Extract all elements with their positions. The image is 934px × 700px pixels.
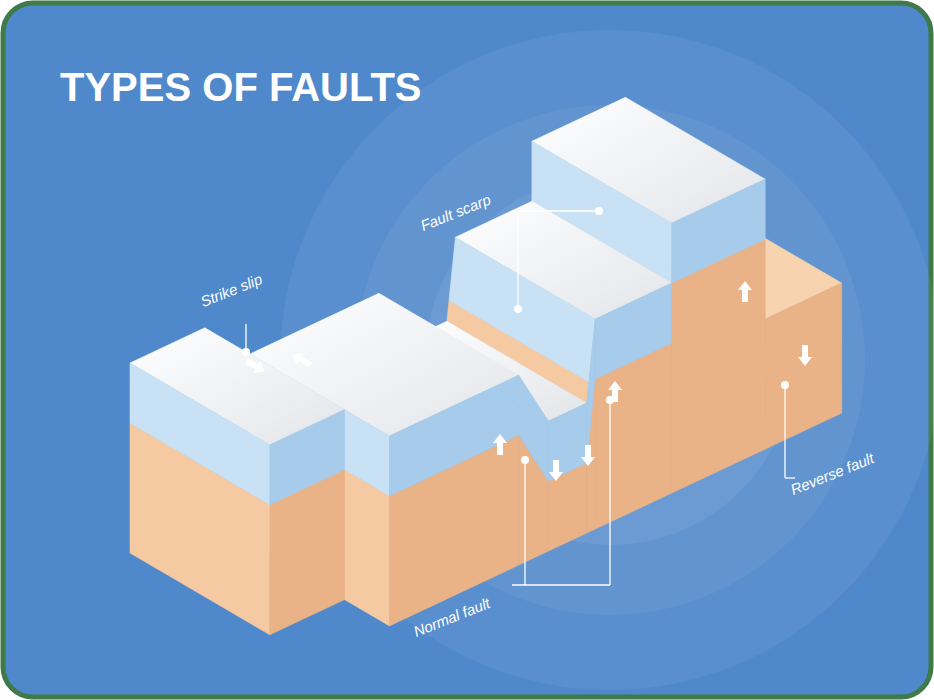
surface-layer bbox=[519, 375, 549, 481]
surface-layer bbox=[270, 410, 345, 505]
diagram-title: TYPES OF FAULTS bbox=[60, 64, 422, 110]
surface-layer bbox=[595, 283, 672, 379]
motion-arrow bbox=[493, 434, 507, 455]
motion-arrow bbox=[581, 445, 595, 466]
surface-layer bbox=[672, 179, 766, 283]
surface-layer bbox=[548, 403, 586, 481]
surface-layer bbox=[390, 375, 519, 496]
motion-arrow bbox=[549, 460, 563, 481]
leader-dots bbox=[242, 207, 789, 464]
motion-arrow bbox=[738, 281, 752, 302]
surface-layer bbox=[765, 283, 842, 379]
fault-scarp-face bbox=[130, 363, 270, 505]
motion-arrow bbox=[243, 355, 268, 378]
leader-lines bbox=[246, 211, 795, 585]
rock-layer bbox=[672, 239, 766, 493]
motion-arrow bbox=[798, 345, 812, 366]
surface-layer bbox=[587, 319, 596, 463]
motion-arrow bbox=[289, 348, 314, 371]
motion-arrows bbox=[243, 281, 812, 481]
fault-blocks bbox=[130, 97, 842, 635]
